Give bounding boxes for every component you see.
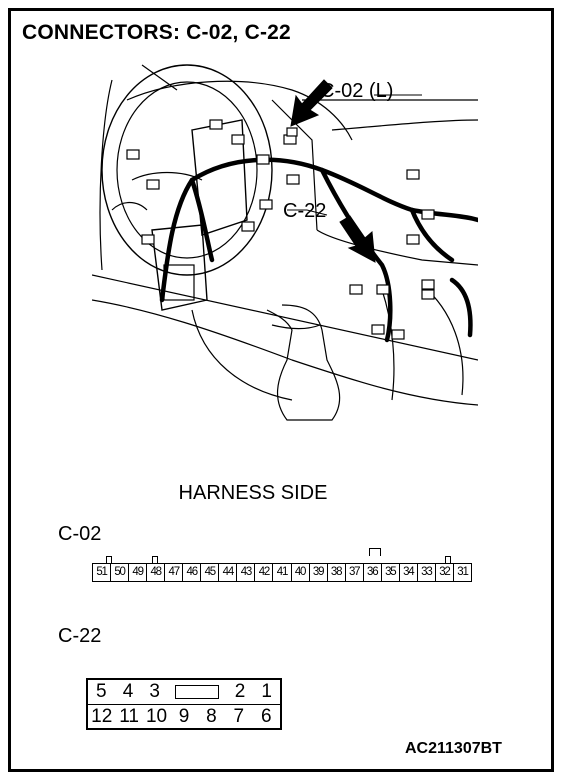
figure-frame (8, 8, 554, 772)
connector-pin: 2 (234, 681, 246, 702)
connector-c22-blank-slot (168, 680, 227, 704)
connector-c02-title: C-02 (58, 523, 102, 545)
connector-pin: 5 (96, 681, 107, 702)
connector-pin: 35 (382, 564, 400, 581)
connector-pin: 46 (183, 564, 202, 581)
connector-c22-diagram: 5 4 3 2 1 12 11 10 9 8 7 6 (86, 678, 282, 730)
connector-pin: 50 (111, 564, 130, 581)
connector-pin: 8 (206, 706, 217, 727)
connector-pin: 42 (255, 564, 274, 581)
connector-pin: 6 (260, 706, 272, 727)
connector-pin: 37 (346, 564, 364, 581)
callout-c02-l: C-02 (L) (320, 80, 394, 102)
connector-pin: 9 (178, 706, 190, 727)
connector-pin: 34 (400, 564, 418, 581)
connector-pin: 41 (273, 564, 292, 581)
connector-pin: 12 (91, 706, 113, 727)
page-title: CONNECTORS: C-02, C-22 (22, 21, 291, 44)
connector-c02-lock-tab (369, 548, 381, 556)
connector-pin: 43 (237, 564, 256, 581)
blank-slot-outline (175, 685, 220, 699)
connector-pin: 51 (93, 564, 112, 581)
connector-c02-pin-row: 51 50 49 48 47 46 45 44 43 42 41 40 39 3… (92, 563, 472, 582)
harness-side-label: HARNESS SIDE (178, 482, 328, 504)
connector-c02-guide (106, 556, 112, 564)
connector-c22-row-top: 5 4 3 2 1 (88, 680, 280, 704)
connector-pin: 49 (129, 564, 148, 581)
connector-pin: 10 (145, 706, 168, 727)
callout-c22: C-22 (283, 200, 327, 222)
connector-c02-guide (152, 556, 158, 564)
connector-c22-row-bottom: 12 11 10 9 8 7 6 (88, 704, 280, 729)
connector-pin: 7 (233, 706, 245, 727)
connector-pin: 31 (457, 566, 469, 578)
connector-c02-diagram: 51 50 49 48 47 46 45 44 43 42 41 40 39 3… (92, 548, 472, 582)
connector-pin: 44 (219, 564, 238, 581)
connector-pin: 40 (292, 564, 310, 581)
connector-pin: 39 (310, 564, 328, 581)
connector-pin: 45 (201, 564, 220, 581)
connector-pin: 33 (418, 564, 436, 581)
connector-pin: 3 (149, 681, 160, 702)
connector-pin: 38 (328, 564, 346, 581)
dashboard-harness-illustration (92, 64, 478, 421)
connector-pin: 1 (261, 681, 272, 702)
figure-code: AC211307BT (405, 740, 502, 757)
connector-c02-guide (445, 556, 451, 564)
connector-pin: 4 (122, 681, 134, 702)
connector-pin: 48 (147, 564, 166, 581)
connector-c22-title: C-22 (58, 625, 102, 647)
connector-pin: 11 (119, 706, 139, 727)
connector-pin: 36 (364, 564, 382, 581)
connector-pin: 32 (436, 564, 454, 581)
connector-pin: 47 (165, 564, 184, 581)
